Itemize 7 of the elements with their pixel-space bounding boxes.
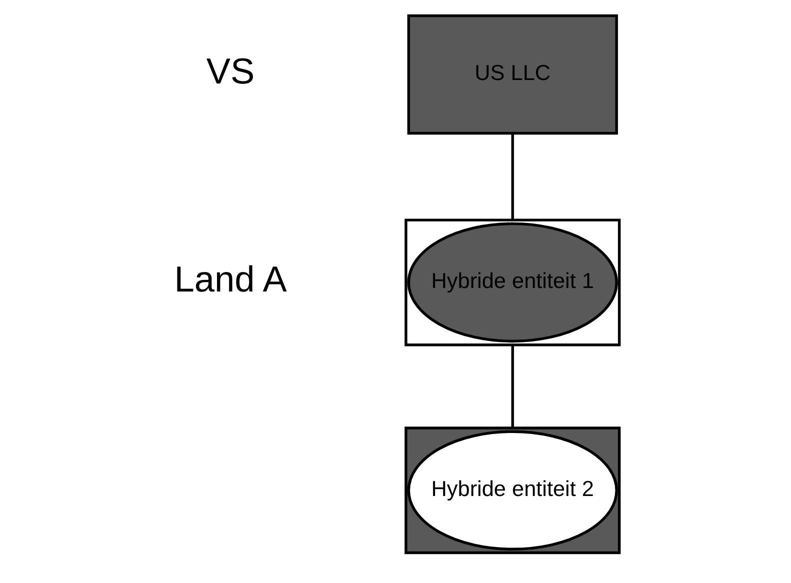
node-box: US LLC (406, 14, 618, 135)
label: Land A (174, 258, 286, 300)
connector (510, 134, 514, 220)
node-ellipse: Hybride entiteit 2 (406, 430, 618, 550)
label: VS (206, 50, 254, 92)
connector (510, 344, 514, 428)
node-ellipse: Hybride entiteit 1 (406, 222, 618, 343)
